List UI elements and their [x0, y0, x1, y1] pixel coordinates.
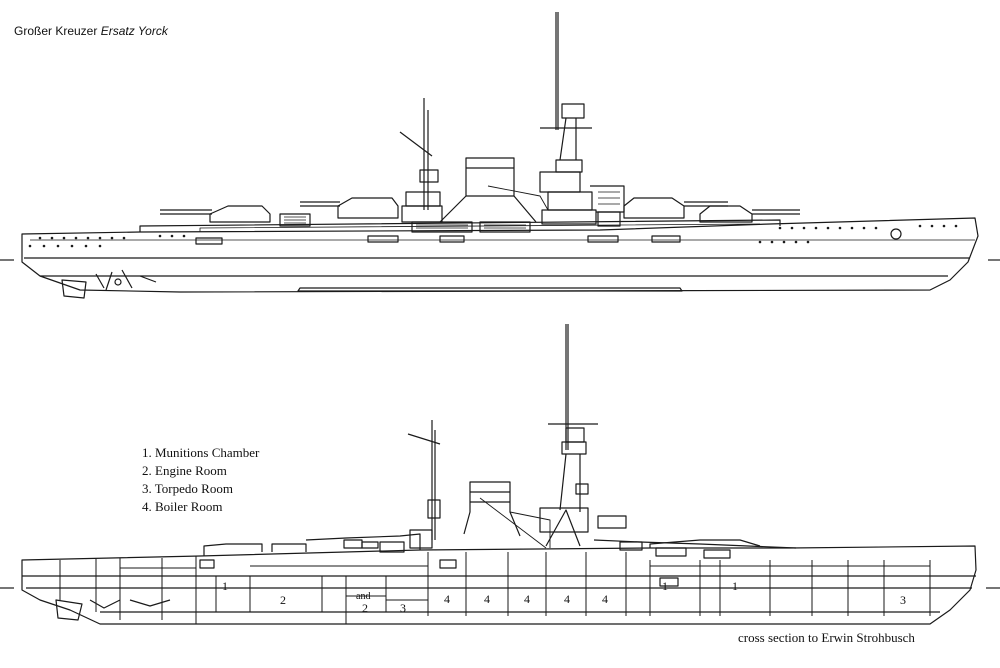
label-munitions-aft: 1 — [222, 579, 228, 593]
label-boiler-3: 4 — [524, 592, 530, 606]
profile-funnel — [439, 157, 537, 223]
label-boiler-5: 4 — [602, 592, 608, 606]
label-munitions-fwd-2: 1 — [732, 579, 738, 593]
section-hull — [21, 545, 977, 625]
turret-aft-2 — [337, 197, 399, 219]
aft-mast — [399, 98, 443, 223]
bulkheads — [59, 552, 931, 624]
legend-item-munitions: 1. Munitions Chamber — [142, 445, 260, 460]
profile-hull — [21, 217, 979, 293]
turret-aft-1 — [209, 205, 271, 223]
rudder — [61, 279, 87, 299]
legend-item-torpedo: 3. Torpedo Room — [142, 481, 233, 496]
compartment-labels: 1 2 and 2 3 4 4 4 4 4 1 1 3 — [222, 579, 906, 615]
section-aft-mast — [407, 420, 441, 549]
label-boiler-2: 4 — [484, 592, 490, 606]
side-profile-view — [0, 12, 1000, 299]
label-and: and — [356, 591, 370, 602]
profile-portholes — [28, 224, 958, 248]
turret-fwd-2 — [699, 205, 753, 223]
label-torpedo-bow: 3 — [900, 593, 906, 607]
label-torpedo-mid: 3 — [400, 601, 406, 615]
label-boiler-4: 4 — [564, 592, 570, 606]
label-boiler-1: 4 — [444, 592, 450, 606]
compartment-legend: 1. Munitions Chamber 2. Engine Room 3. T… — [142, 445, 260, 514]
legend-item-engine: 2. Engine Room — [142, 463, 227, 478]
turret-fwd-1 — [623, 197, 685, 219]
forward-mast — [539, 12, 625, 225]
cross-section-view — [0, 324, 1000, 625]
legend-item-boiler: 4. Boiler Room — [142, 499, 223, 514]
section-fwd-mast — [539, 324, 627, 547]
label-munitions-fwd-1: 1 — [662, 579, 668, 593]
section-funnel — [463, 481, 521, 537]
label-engine-mid: 2 — [362, 601, 368, 615]
drawing-title: Großer Kreuzer Ersatz Yorck — [14, 24, 169, 38]
drawing-credit: cross section to Erwin Strohbusch — [738, 630, 915, 645]
label-engine-aft: 2 — [280, 593, 286, 607]
